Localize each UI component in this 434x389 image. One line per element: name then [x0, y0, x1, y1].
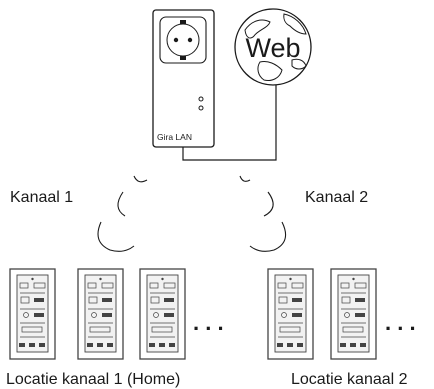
wall-display-device: [267, 268, 314, 360]
wall-display-device: [77, 268, 124, 360]
more-devices-indicator: . . .: [385, 310, 416, 335]
location-2-label: Locatie kanaal 2: [291, 371, 408, 388]
internet-globe: Web: [234, 8, 312, 86]
radio-signal-channel-2: [239, 175, 287, 252]
status-led-icon: [198, 105, 204, 111]
wall-display-device: [9, 268, 56, 360]
adapter-label: Gira LAN: [157, 132, 192, 142]
location-1-label: Locatie kanaal 1 (Home): [6, 371, 180, 388]
channel-1-label: Kanaal 1: [10, 189, 73, 206]
wall-display-device: [139, 268, 186, 360]
more-devices-indicator: . . .: [193, 310, 224, 335]
web-label: Web: [245, 33, 300, 63]
channel-2-label: Kanaal 2: [305, 189, 368, 206]
radio-signal-channel-1: [97, 175, 148, 252]
status-led-icon: [198, 96, 204, 102]
lan-cable: [182, 85, 277, 161]
location-channel-1-devices: . . .: [9, 268, 224, 360]
wall-display-device: [330, 268, 377, 360]
location-channel-2-devices: . . .: [267, 268, 416, 360]
powerline-adapter: Gira LAN: [152, 9, 215, 148]
